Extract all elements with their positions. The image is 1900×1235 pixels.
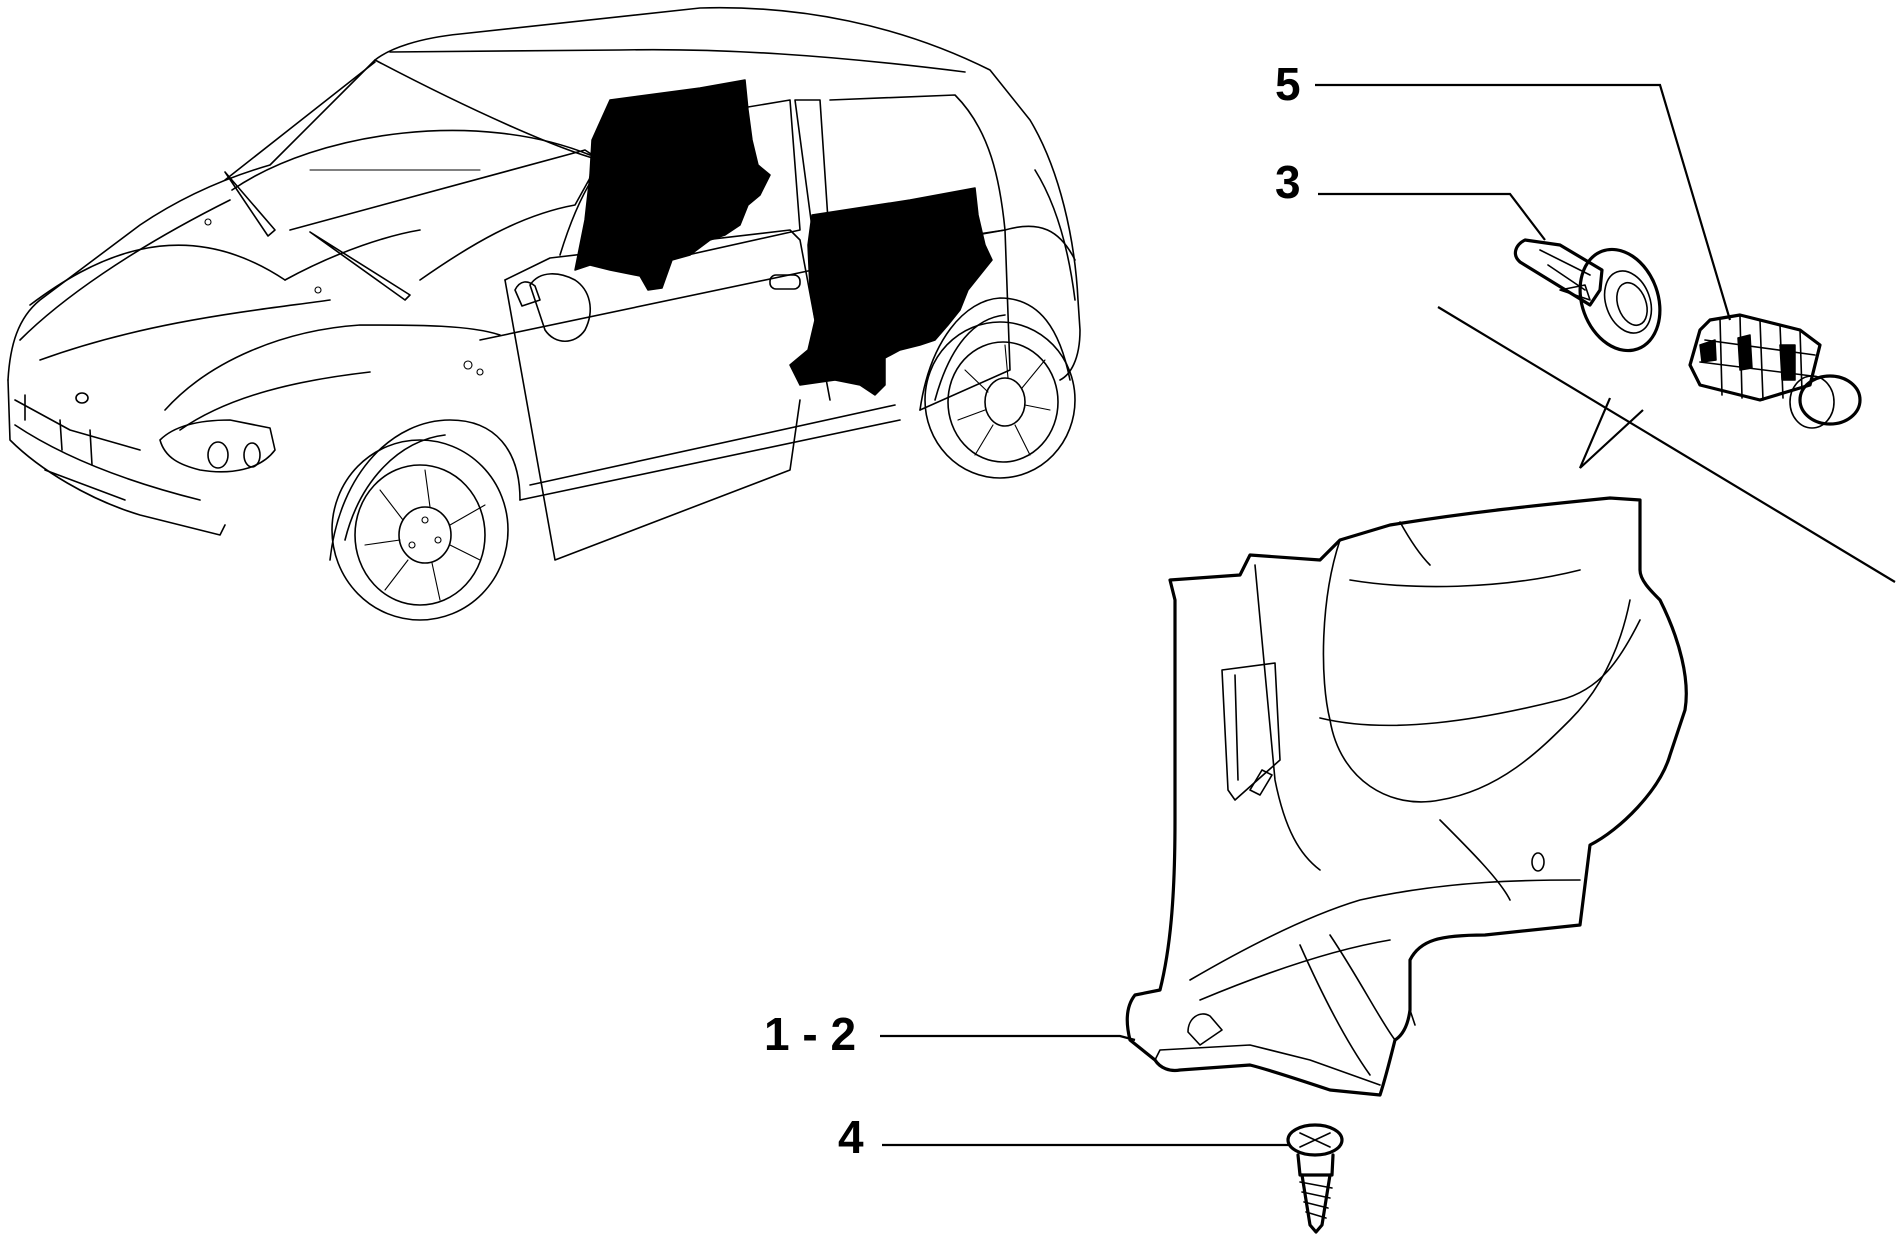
leader-1-2: [880, 1034, 1136, 1042]
highlighted-trim-panels: [574, 79, 993, 396]
leader-3: [1318, 192, 1546, 241]
callout-labels: 5 3 1 - 2 4: [764, 58, 1301, 1163]
rear-trim-highlight: [789, 187, 993, 396]
leader-lines: [880, 83, 1732, 1147]
push-clip-part: [1513, 238, 1662, 353]
detail-bracket: [1437, 306, 1896, 583]
front-trim-highlight: [574, 79, 771, 291]
callout-1-2: 1 - 2: [764, 1008, 856, 1060]
ribbed-fastener-part: [1688, 313, 1862, 429]
screw-part: [1286, 1123, 1344, 1234]
callout-4: 4: [838, 1111, 864, 1163]
callout-5: 5: [1275, 58, 1301, 110]
rear-side-trim-panel: [1125, 496, 1688, 1097]
leader-5: [1315, 83, 1732, 321]
car-illustration: [7, 6, 1081, 621]
callout-3: 3: [1275, 156, 1301, 208]
